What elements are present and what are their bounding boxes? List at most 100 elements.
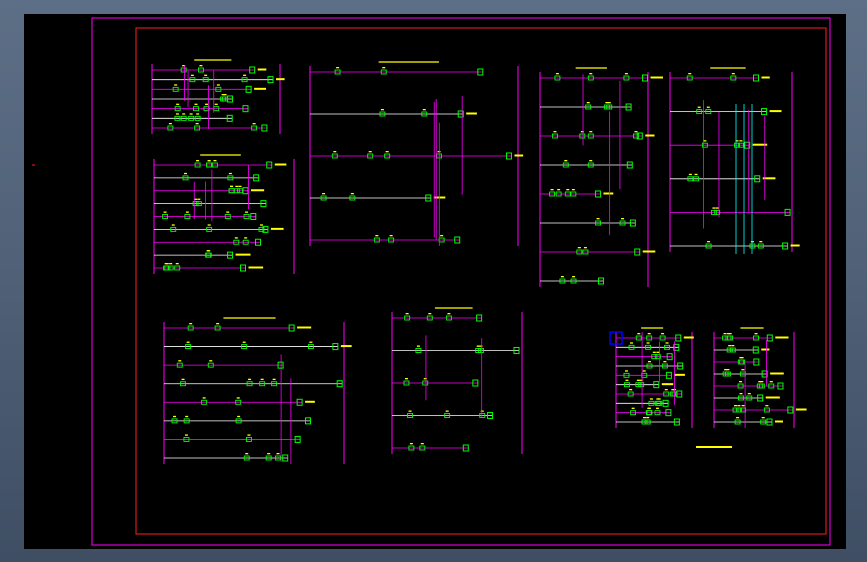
contact-symbol xyxy=(444,413,451,418)
contact-symbol xyxy=(419,445,426,451)
contact-symbol xyxy=(570,278,577,284)
contact-symbol xyxy=(214,325,221,331)
contact-label-mark xyxy=(739,140,743,142)
contact-symbol xyxy=(664,344,671,350)
contact-symbol xyxy=(686,75,693,81)
contact-label-mark xyxy=(586,102,590,104)
contact-symbol xyxy=(206,162,213,168)
contact-symbol xyxy=(171,418,178,424)
contact-label-mark xyxy=(712,207,716,209)
contact-label-mark xyxy=(216,323,220,325)
contact-symbol xyxy=(555,191,562,197)
terminal-label-mark xyxy=(769,110,782,113)
contact-label-mark xyxy=(656,398,660,400)
contact-symbol xyxy=(174,265,181,271)
contact-symbol xyxy=(233,239,240,245)
contact-label-mark xyxy=(707,241,711,243)
coil-symbol xyxy=(766,418,773,426)
contact-label-mark xyxy=(760,381,764,383)
contact-symbol xyxy=(367,153,374,159)
terminal-label-mark xyxy=(297,326,312,329)
contact-symbol xyxy=(648,400,655,406)
contact-symbol xyxy=(734,142,740,148)
contact-label-mark xyxy=(447,313,451,315)
contact-label-mark xyxy=(566,189,570,191)
contact-label-mark xyxy=(706,106,710,108)
contact-symbol xyxy=(696,109,703,115)
contact-label-mark xyxy=(646,417,650,419)
coil-symbol xyxy=(782,242,789,250)
contact-label-mark xyxy=(688,173,692,176)
coil-symbol xyxy=(226,114,233,122)
contact-label-mark xyxy=(183,172,187,175)
contact-label-mark xyxy=(182,113,186,115)
contact-label-mark xyxy=(555,73,559,75)
contact-label-mark xyxy=(336,67,340,69)
coil-symbol xyxy=(675,334,682,342)
contact-symbol xyxy=(654,410,661,416)
contact-symbol xyxy=(669,391,676,397)
coil-symbol xyxy=(676,390,683,398)
contact-label-mark xyxy=(664,389,668,391)
contact-symbol xyxy=(174,115,181,121)
contact-symbol xyxy=(193,106,199,112)
contact-label-mark xyxy=(621,218,625,220)
contact-symbol xyxy=(693,176,699,182)
drawing-canvas[interactable] xyxy=(24,14,846,549)
contact-symbol xyxy=(265,455,272,461)
contact-label-mark xyxy=(248,378,252,381)
contact-label-mark xyxy=(181,378,185,381)
contact-symbol xyxy=(228,188,235,194)
contact-label-mark xyxy=(715,207,719,209)
contact-label-mark xyxy=(572,276,576,278)
coil-symbol xyxy=(513,347,520,354)
contact-symbol xyxy=(197,67,204,73)
terminal-label-mark xyxy=(276,78,285,81)
contact-symbol xyxy=(426,315,433,321)
coil-symbol xyxy=(766,334,773,342)
contact-label-mark xyxy=(195,123,199,125)
coil-symbol xyxy=(625,103,632,111)
contact-symbol xyxy=(224,214,231,219)
contact-symbol xyxy=(579,133,586,139)
contact-symbol xyxy=(207,362,214,368)
contact-label-mark xyxy=(731,345,735,347)
coil-symbol xyxy=(261,124,268,132)
schematic-panel-1 xyxy=(151,59,285,134)
contact-symbol xyxy=(380,69,387,75)
contact-symbol xyxy=(552,133,558,139)
coil-symbol xyxy=(227,251,234,259)
contact-label-mark xyxy=(665,342,669,344)
contact-label-mark xyxy=(647,333,651,335)
coil-symbol xyxy=(629,219,636,227)
coil-symbol xyxy=(227,95,234,103)
contact-label-mark xyxy=(207,224,211,226)
coil-symbol xyxy=(752,346,759,354)
contact-symbol xyxy=(582,249,589,255)
contact-symbol xyxy=(421,111,428,117)
contact-symbol xyxy=(259,381,266,387)
contact-label-mark xyxy=(196,160,200,162)
contact-label-mark xyxy=(185,211,189,213)
contact-label-mark xyxy=(759,241,763,243)
contact-label-mark xyxy=(747,393,751,395)
contact-label-mark xyxy=(189,323,193,325)
contact-label-mark xyxy=(213,160,217,162)
contact-label-mark xyxy=(228,172,232,175)
contact-symbol xyxy=(182,175,189,181)
contact-symbol xyxy=(180,67,187,73)
terminal-label-mark xyxy=(603,192,614,195)
coil-symbol xyxy=(250,213,257,220)
sheet-caption-mark xyxy=(696,446,732,448)
coil-symbol xyxy=(336,380,343,388)
contact-label-mark xyxy=(205,103,209,105)
contact-symbol xyxy=(740,407,747,413)
contact-label-mark xyxy=(168,123,172,125)
terminal-label-mark xyxy=(795,408,807,411)
contact-label-mark xyxy=(163,211,167,213)
contact-symbol xyxy=(701,142,708,148)
contact-label-mark xyxy=(661,333,665,335)
contact-symbol xyxy=(211,162,218,168)
contact-label-mark xyxy=(420,443,424,445)
